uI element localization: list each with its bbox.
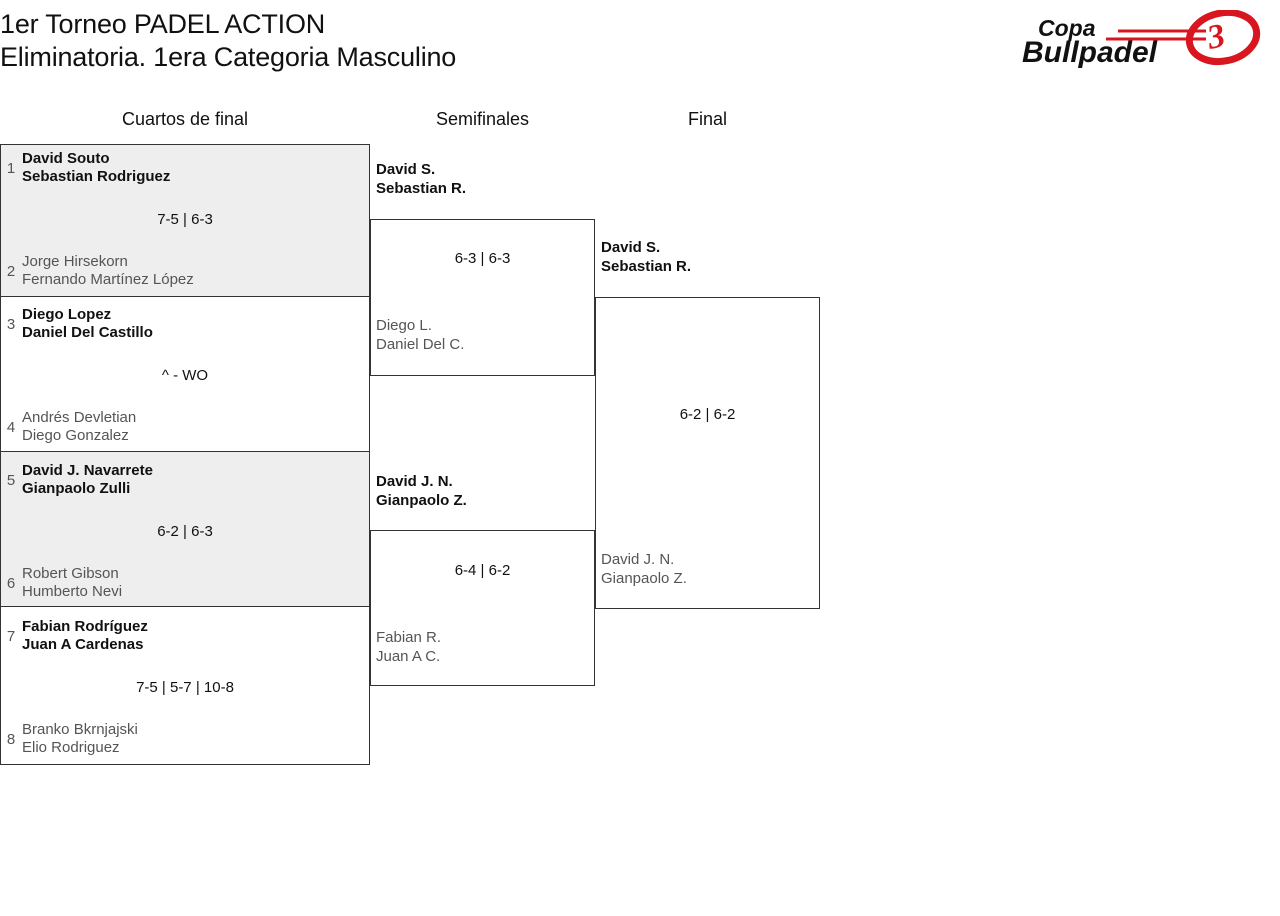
- round-header-semifinales: Semifinales: [435, 109, 530, 129]
- seed-number: 1: [6, 159, 16, 177]
- seed-number: 3: [6, 315, 16, 333]
- player-name: Jorge Hirsekorn: [22, 252, 128, 270]
- player-name: Daniel Del C.: [376, 335, 465, 353]
- player-name: Diego L.: [376, 317, 432, 334]
- score-qf-2: ^ - WO: [161, 367, 209, 384]
- player-name: Sebastian R.: [601, 257, 692, 275]
- match-box-final[interactable]: [595, 297, 820, 609]
- player-name: Andrés Devletian: [22, 408, 137, 426]
- team-final-bottom[interactable]: David J. N. Gianpaolo Z.: [595, 551, 810, 588]
- player-name: Fernando Martínez López: [22, 271, 194, 288]
- seed-number: 8: [6, 730, 16, 748]
- match-box-qf-4[interactable]: [0, 606, 370, 765]
- player-name: David S.: [601, 239, 661, 256]
- score-final: 6-2 | 6-2: [679, 406, 736, 423]
- team-qf-1-top[interactable]: 1 David Souto Sebastian Rodriguez: [0, 148, 370, 188]
- page-title-line1: 1er Torneo PADEL ACTION: [0, 9, 326, 39]
- score-qf-3: 6-2 | 6-3: [157, 523, 213, 540]
- match-box-qf-1[interactable]: [0, 144, 370, 297]
- seed-number: 7: [6, 627, 16, 645]
- seed-number: 4: [6, 418, 16, 436]
- player-name: Gianpaolo Z.: [601, 569, 687, 587]
- player-name: Gianpaolo Z.: [376, 491, 467, 509]
- player-name: David Souto: [22, 149, 110, 167]
- match-box-sf-1[interactable]: [370, 219, 595, 376]
- player-name: Fabian R.: [376, 629, 442, 646]
- svg-text:3: 3: [1203, 17, 1228, 57]
- player-name: Sebastian Rodriguez: [22, 168, 171, 185]
- seed-number: 2: [6, 262, 16, 280]
- team-qf-4-top[interactable]: 7 Fabian Rodríguez Juan A Cardenas: [0, 616, 370, 656]
- logo-text-bottom: Bullpadel: [1022, 36, 1158, 69]
- page-title: 1er Torneo PADEL ACTION Eliminatoria. 1e…: [0, 8, 900, 74]
- logo-text-top: Copa: [1038, 15, 1096, 41]
- score-qf-1: 7-5 | 6-3: [157, 211, 213, 228]
- team-qf-3-top[interactable]: 5 David J. Navarrete Gianpaolo Zulli: [0, 460, 370, 500]
- player-name: David J. Navarrete: [22, 461, 153, 479]
- player-name: Branko Bkrnjajski: [22, 720, 138, 738]
- player-name: Daniel Del Castillo: [22, 324, 153, 341]
- seed-number: 5: [6, 471, 16, 489]
- team-final-top[interactable]: David S. Sebastian R.: [595, 239, 810, 276]
- player-name: Elio Rodriguez: [22, 739, 120, 756]
- player-name: Diego Gonzalez: [22, 427, 129, 444]
- player-name: Robert Gibson: [22, 564, 119, 582]
- team-qf-3-bottom[interactable]: 6 Robert Gibson Humberto Nevi: [0, 563, 370, 603]
- page-title-line2: Eliminatoria. 1era Categoria Masculino: [0, 42, 457, 72]
- player-name: David S.: [376, 161, 436, 178]
- round-header-cuartos-de-final: Cuartos de final: [121, 109, 249, 129]
- team-sf-2-bottom[interactable]: Fabian R. Juan A C.: [370, 629, 585, 666]
- score-sf-1: 6-3 | 6-3: [454, 250, 511, 267]
- team-sf-1-top[interactable]: David S. Sebastian R.: [370, 161, 585, 198]
- player-name: Diego Lopez: [22, 305, 112, 323]
- player-name: Gianpaolo Zulli: [22, 480, 131, 497]
- copa-bullpadel-logo: 3 Copa Bullpadel: [1010, 10, 1268, 72]
- score-sf-2: 6-4 | 6-2: [454, 562, 511, 579]
- player-name: David J. N.: [376, 473, 453, 490]
- team-sf-1-bottom[interactable]: Diego L. Daniel Del C.: [370, 317, 585, 354]
- match-box-qf-3[interactable]: [0, 451, 370, 607]
- team-qf-2-top[interactable]: 3 Diego Lopez Daniel Del Castillo: [0, 304, 370, 344]
- round-header-final: Final: [687, 109, 727, 129]
- player-name: Juan A Cardenas: [22, 636, 144, 653]
- team-qf-4-bottom[interactable]: 8 Branko Bkrnjajski Elio Rodriguez: [0, 719, 370, 759]
- team-qf-2-bottom[interactable]: 4 Andrés Devletian Diego Gonzalez: [0, 407, 370, 447]
- player-name: Juan A C.: [376, 647, 441, 665]
- player-name: David J. N.: [601, 551, 675, 568]
- score-qf-4: 7-5 | 5-7 | 10-8: [136, 679, 234, 696]
- seed-number: 6: [6, 574, 16, 592]
- team-sf-2-top[interactable]: David J. N. Gianpaolo Z.: [370, 473, 585, 510]
- player-name: Fabian Rodríguez: [22, 617, 148, 635]
- player-name: Sebastian R.: [376, 179, 467, 197]
- match-box-sf-2[interactable]: [370, 530, 595, 686]
- team-qf-1-bottom[interactable]: 2 Jorge Hirsekorn Fernando Martínez Lópe…: [0, 251, 370, 291]
- player-name: Humberto Nevi: [22, 583, 123, 600]
